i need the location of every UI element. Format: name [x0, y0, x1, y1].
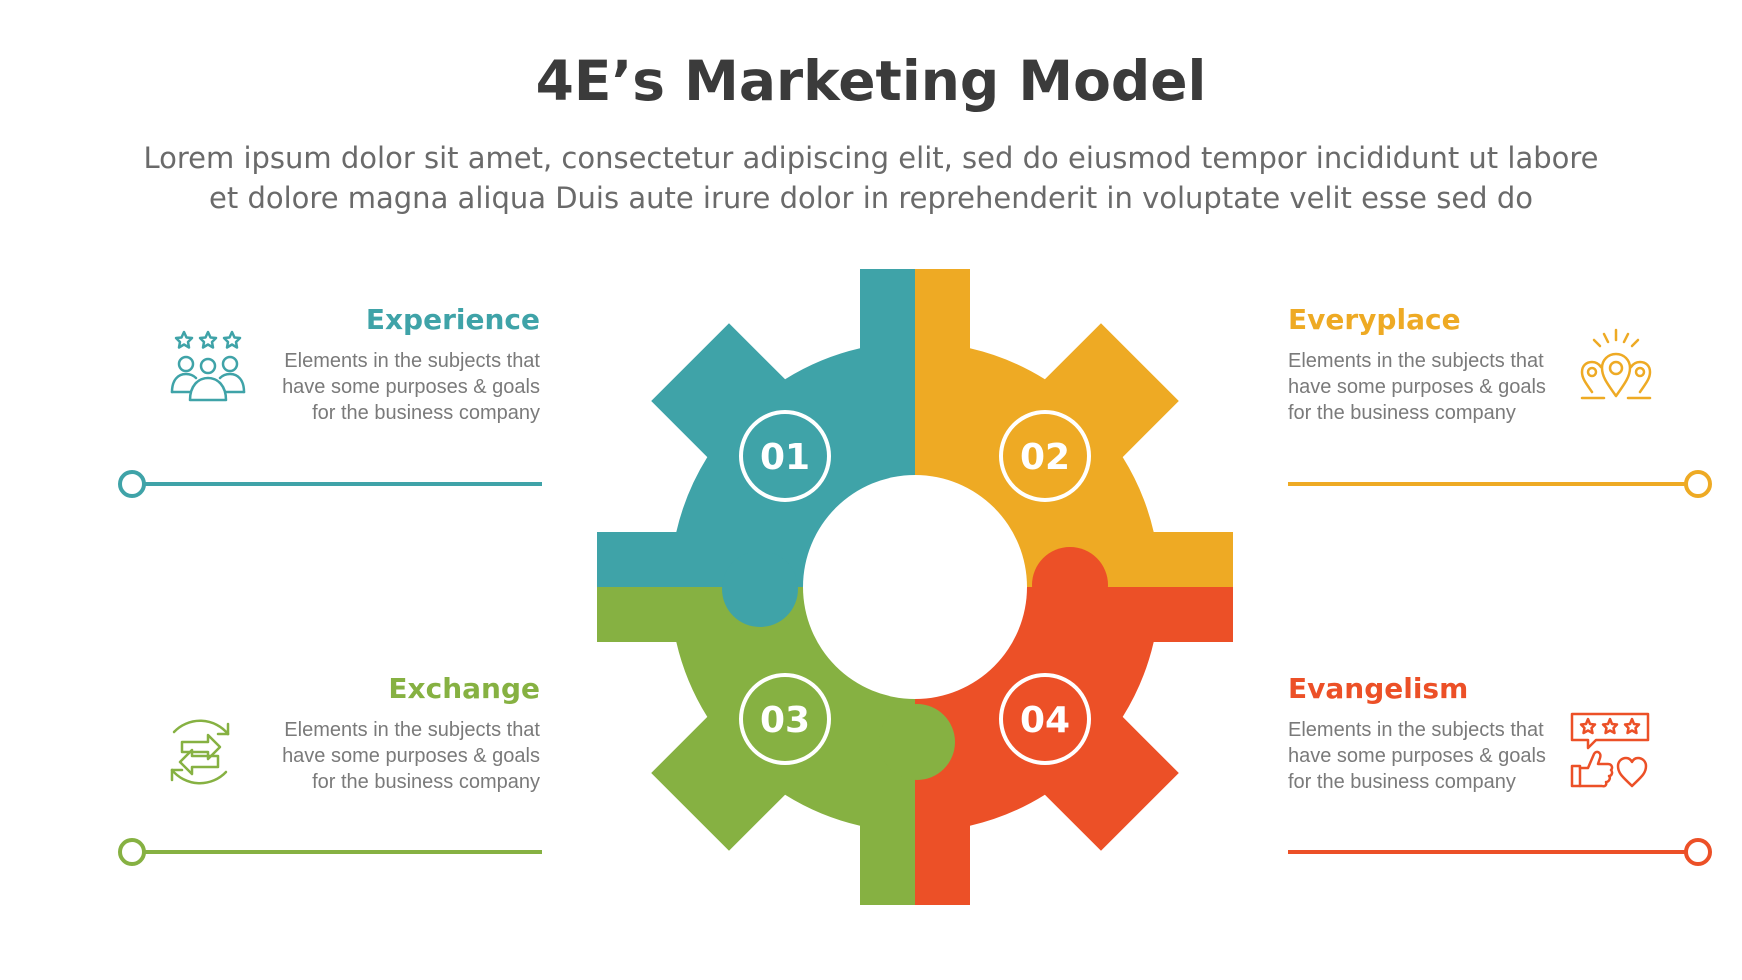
- number-badge-03: 03: [739, 673, 831, 765]
- item-title-evangelism: Evangelism: [1288, 672, 1469, 705]
- timeline-line: [144, 850, 542, 854]
- timeline-everyplace: [1288, 470, 1712, 498]
- desc-line: Elements in the subjects that: [1288, 350, 1544, 372]
- timeline-line: [1288, 482, 1686, 486]
- gear-quadrant-shape: [915, 587, 1233, 905]
- timeline-dot: [118, 838, 146, 866]
- timeline-dot: [1684, 838, 1712, 866]
- gear-center-hole: [803, 475, 1027, 699]
- desc-line: Elements in the subjects that: [284, 350, 540, 372]
- item-title-experience: Experience: [365, 303, 540, 336]
- timeline-dot: [118, 470, 146, 498]
- item-desc-experience: Elements in the subjects that have some …: [240, 348, 540, 426]
- subtitle-line-2: et dolore magna aliqua Duis aute irure d…: [209, 181, 1533, 215]
- timeline-evangelism: [1288, 838, 1712, 866]
- gear-segment-04: [915, 587, 1233, 905]
- gear-quadrant-shape: [597, 587, 915, 905]
- number-02: 02: [1020, 437, 1070, 478]
- timeline-experience: [118, 470, 542, 498]
- item-desc-exchange: Elements in the subjects that have some …: [240, 717, 540, 795]
- number-04: 04: [1020, 700, 1070, 741]
- review-like-heart-icon: [1570, 712, 1650, 788]
- puzzle-knob-red: [1032, 547, 1108, 623]
- gear-segment-02: [915, 269, 1233, 587]
- number-badge-02: 02: [999, 410, 1091, 502]
- gear-segment-03: [597, 587, 915, 905]
- desc-line: for the business company: [312, 771, 540, 793]
- desc-line: have some purposes & goals: [282, 376, 540, 398]
- location-pins-icon: [1580, 328, 1652, 400]
- exchange-arrows-icon: [170, 719, 230, 785]
- people-rating-icon: [170, 330, 246, 402]
- page-title: 4E’s Marketing Model: [535, 49, 1207, 113]
- timeline-line: [1288, 850, 1686, 854]
- desc-line: have some purposes & goals: [1288, 376, 1546, 398]
- gear-quadrant-shape: [915, 269, 1233, 587]
- desc-line: for the business company: [1288, 402, 1516, 424]
- item-title-exchange: Exchange: [388, 672, 540, 705]
- gear-puzzle-diagrm: 01 02 03 04: [597, 269, 1233, 905]
- page-subtitle: Lorem ipsum dolor sit amet, consectetur …: [60, 138, 1682, 218]
- desc-line: for the business company: [1288, 771, 1516, 793]
- number-badge-01: 01: [739, 410, 831, 502]
- item-title-everyplace: Everyplace: [1288, 303, 1461, 336]
- desc-line: Elements in the subjects that: [284, 719, 540, 741]
- timeline-line: [144, 482, 542, 486]
- item-desc-evangelism: Elements in the subjects that have some …: [1288, 717, 1588, 795]
- gear-segment-01: [597, 269, 915, 587]
- puzzle-knob-green: [879, 704, 955, 780]
- number-03: 03: [760, 700, 810, 741]
- desc-line: Elements in the subjects that: [1288, 719, 1544, 741]
- number-01: 01: [760, 437, 810, 478]
- subtitle-line-1: Lorem ipsum dolor sit amet, consectetur …: [143, 141, 1599, 175]
- desc-line: have some purposes & goals: [282, 745, 540, 767]
- puzzle-knob-teal: [722, 551, 798, 627]
- timeline-exchange: [118, 838, 542, 866]
- gear-quadrant-shape: [597, 269, 915, 587]
- timeline-dot: [1684, 470, 1712, 498]
- desc-line: for the business company: [312, 402, 540, 424]
- desc-line: have some purposes & goals: [1288, 745, 1546, 767]
- item-desc-everyplace: Elements in the subjects that have some …: [1288, 348, 1588, 426]
- number-badge-04: 04: [999, 673, 1091, 765]
